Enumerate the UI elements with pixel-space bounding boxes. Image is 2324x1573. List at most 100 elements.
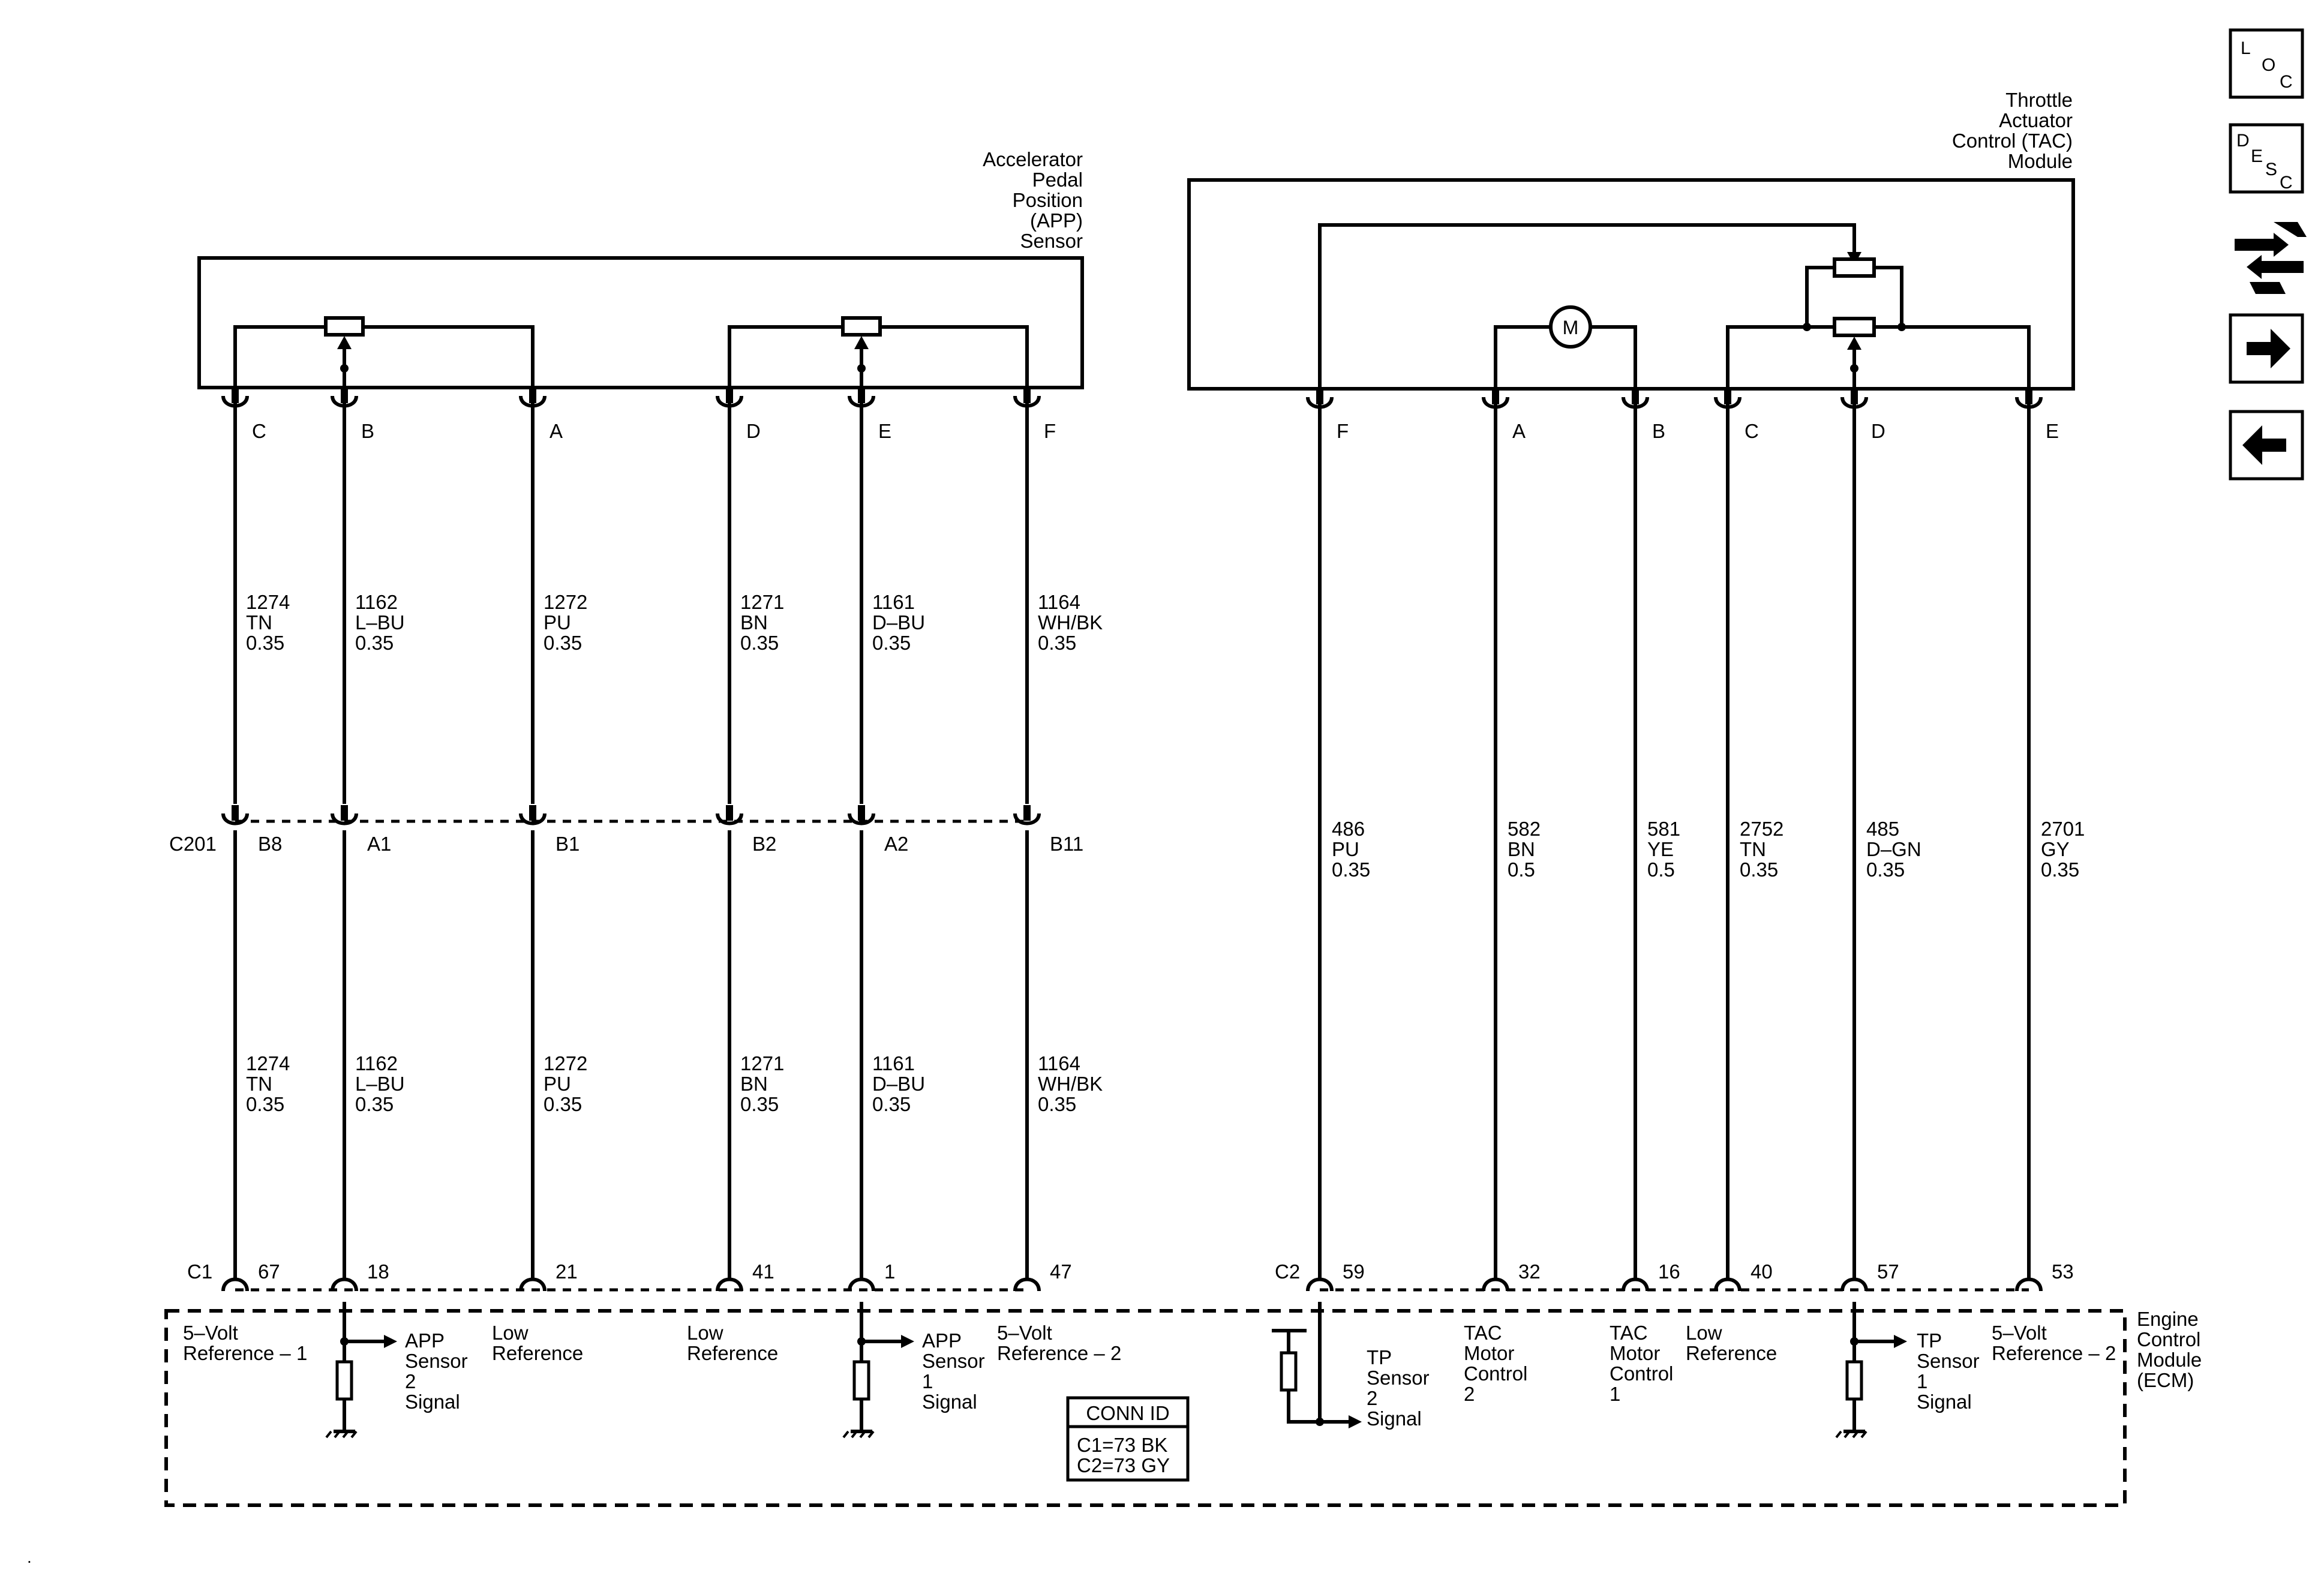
tac-title-line-1: Throttle: [2005, 89, 2073, 111]
desc-letter-c: C: [2280, 173, 2293, 193]
app-title-line-1: Accelerator: [983, 148, 1083, 170]
wire-lower-gauge-1164: 0.35: [1038, 1093, 1076, 1115]
app-sensor-1-potentiometer: [728, 316, 1029, 388]
ecm-func-tac-57-line-4: Signal: [1917, 1391, 1972, 1413]
app-pin-B-connector-terminal: [341, 388, 348, 403]
app-pin-D-connector: [716, 395, 743, 408]
app-pin-label-D: D: [746, 420, 761, 442]
tac-module-title: Throttle Actuator Control (TAC) Module: [1952, 89, 2073, 172]
wire-upper-gauge-1162: 0.35: [355, 632, 394, 654]
wire-lower-circuit-1164: 1164: [1038, 1052, 1080, 1074]
ecm-pin-18-connector: [331, 1277, 358, 1292]
ecm-title-line-2: Control: [2137, 1328, 2200, 1350]
ecm-c2-pin-label-53: 53: [2052, 1260, 2074, 1283]
arrow-right-icon[interactable]: [2229, 313, 2304, 384]
tac-title-line-3: Control (TAC): [1952, 130, 2073, 152]
wire-upper-color-1161: D–BU: [872, 611, 925, 634]
app-pin-E-connector: [848, 395, 875, 408]
app-pin-label-B: B: [361, 420, 374, 442]
wire-circuit-2752: 2752: [1740, 818, 1783, 840]
ecm-pin-41-connector: [716, 1277, 743, 1292]
ecm-func-app-18-line-3: 2: [405, 1370, 416, 1392]
ecm-tp2-input-circuit: [1272, 1302, 1362, 1428]
app-pin-C-connector-terminal: [232, 388, 239, 403]
ecm-func-tac-32-line-1: TAC: [1464, 1322, 1502, 1344]
app-pin-A-connector: [519, 395, 547, 408]
wire-upper-color-1164: WH/BK: [1038, 611, 1103, 634]
ecm-func-app-21-line-1: Low: [492, 1322, 529, 1344]
c201-pin-label-B1: B1: [556, 833, 580, 855]
ecm-title: Engine Control Module (ECM): [2137, 1308, 2202, 1391]
ecm-func-tac-57-line-3: 1: [1917, 1370, 1927, 1392]
desc-letter-s: S: [2265, 160, 2277, 179]
wire-runs: CB8671274TN0.351274TN0.35BA1181162L–BU0.…: [183, 388, 2116, 1430]
c201-pin-B1-connector: [519, 813, 547, 825]
wire-gauge-485: 0.35: [1866, 858, 1905, 881]
ecm-func-app-1-line-3: 1: [922, 1370, 933, 1392]
ecm-func-tac-57-line-1: TP: [1917, 1329, 1942, 1352]
desc-button[interactable]: D E S C: [2229, 123, 2304, 194]
wire-lower-gauge-1162: 0.35: [355, 1093, 394, 1115]
arrow-left-icon[interactable]: [2229, 410, 2304, 481]
ecm-pin-57-connector: [1840, 1277, 1868, 1292]
ecm-func-app-1-line-4: Signal: [922, 1391, 977, 1413]
app-pin-E-connector-terminal: [858, 388, 865, 403]
tac-pin-label-C: C: [1744, 420, 1759, 442]
wire-upper-color-1274: TN: [246, 611, 272, 634]
c201-pin-label-A1: A1: [367, 833, 391, 855]
wire-lower-circuit-1271: 1271: [740, 1052, 784, 1074]
wire-upper-circuit-1162: 1162: [355, 591, 398, 613]
c201-pin-A1-connector: [331, 813, 358, 825]
ecm-func-tac-16-line-2: Motor: [1610, 1342, 1660, 1364]
ecm-func-tac-32-line-3: Control: [1464, 1362, 1527, 1385]
tac-pin-F-connector: [1306, 397, 1334, 409]
ecm-c2-pin-label-57: 57: [1877, 1260, 1899, 1283]
app-sensor-2-potentiometer: [233, 316, 535, 388]
tac-title-line-4: Module: [2008, 150, 2073, 172]
wire-lower-color-1274: TN: [246, 1073, 272, 1095]
ecm-func-tac-32-line-2: Motor: [1464, 1342, 1514, 1364]
c1-label: C1: [187, 1260, 212, 1283]
app-pin-label-F: F: [1044, 420, 1056, 442]
wire-lower-gauge-1274: 0.35: [246, 1093, 284, 1115]
desc-letter-d: D: [2236, 131, 2250, 151]
loc-button[interactable]: L O C: [2229, 28, 2304, 99]
app-pin-label-C: C: [252, 420, 266, 442]
app-pin-B-connector: [331, 395, 358, 408]
wire-lower-circuit-1162: 1162: [355, 1052, 398, 1074]
app-title-line-4: (APP): [1030, 209, 1083, 232]
wire-upper-circuit-1272: 1272: [544, 591, 587, 613]
wire-circuit-581: 581: [1647, 818, 1680, 840]
wire-color-582: BN: [1508, 838, 1535, 860]
tac-motor: M: [1494, 305, 1637, 389]
ecm-title-line-3: Module: [2137, 1349, 2202, 1371]
app-pin-F-connector: [1013, 395, 1041, 408]
wire-gauge-582: 0.5: [1508, 858, 1535, 881]
wire-gauge-2752: 0.35: [1740, 858, 1778, 881]
ecm-func-app-67-line-1: 5–Volt: [183, 1322, 238, 1344]
ecm-box: [164, 1309, 2127, 1507]
app-title-line-5: Sensor: [1020, 230, 1083, 252]
loc-letter-l: L: [2241, 38, 2251, 58]
app-sensor-box: [197, 256, 1084, 389]
tac-pin-label-A: A: [1512, 420, 1526, 442]
connector-flow-icon[interactable]: [2235, 222, 2307, 294]
wire-upper-color-1162: L–BU: [355, 611, 405, 634]
wire-lower-gauge-1272: 0.35: [544, 1093, 582, 1115]
ecm-func-app-1-line-2: Sensor: [922, 1350, 985, 1372]
ecm-title-line-4: (ECM): [2137, 1369, 2194, 1391]
ecm-c2-pin-label-16: 16: [1658, 1260, 1680, 1283]
ecm-func-tac-16-line-1: TAC: [1610, 1322, 1648, 1344]
ecm-app1-input-circuit: [842, 1302, 914, 1439]
ecm-pin-1-connector: [848, 1277, 875, 1292]
wire-lower-circuit-1161: 1161: [872, 1052, 915, 1074]
wire-lower-color-1271: BN: [740, 1073, 768, 1095]
tac-pin-A-connector-terminal: [1492, 389, 1499, 404]
wire-lower-gauge-1161: 0.35: [872, 1093, 911, 1115]
wire-lower-gauge-1271: 0.35: [740, 1093, 779, 1115]
wire-upper-circuit-1161: 1161: [872, 591, 915, 613]
ecm-c1-pin-label-1: 1: [884, 1260, 895, 1283]
conn-id-box: CONN ID C1=73 BK C2=73 GY: [1066, 1396, 1190, 1482]
app-sensor-title: Accelerator Pedal Position (APP) Sensor: [983, 148, 1083, 252]
c201-pin-B11-connector-terminal: [1023, 805, 1031, 821]
